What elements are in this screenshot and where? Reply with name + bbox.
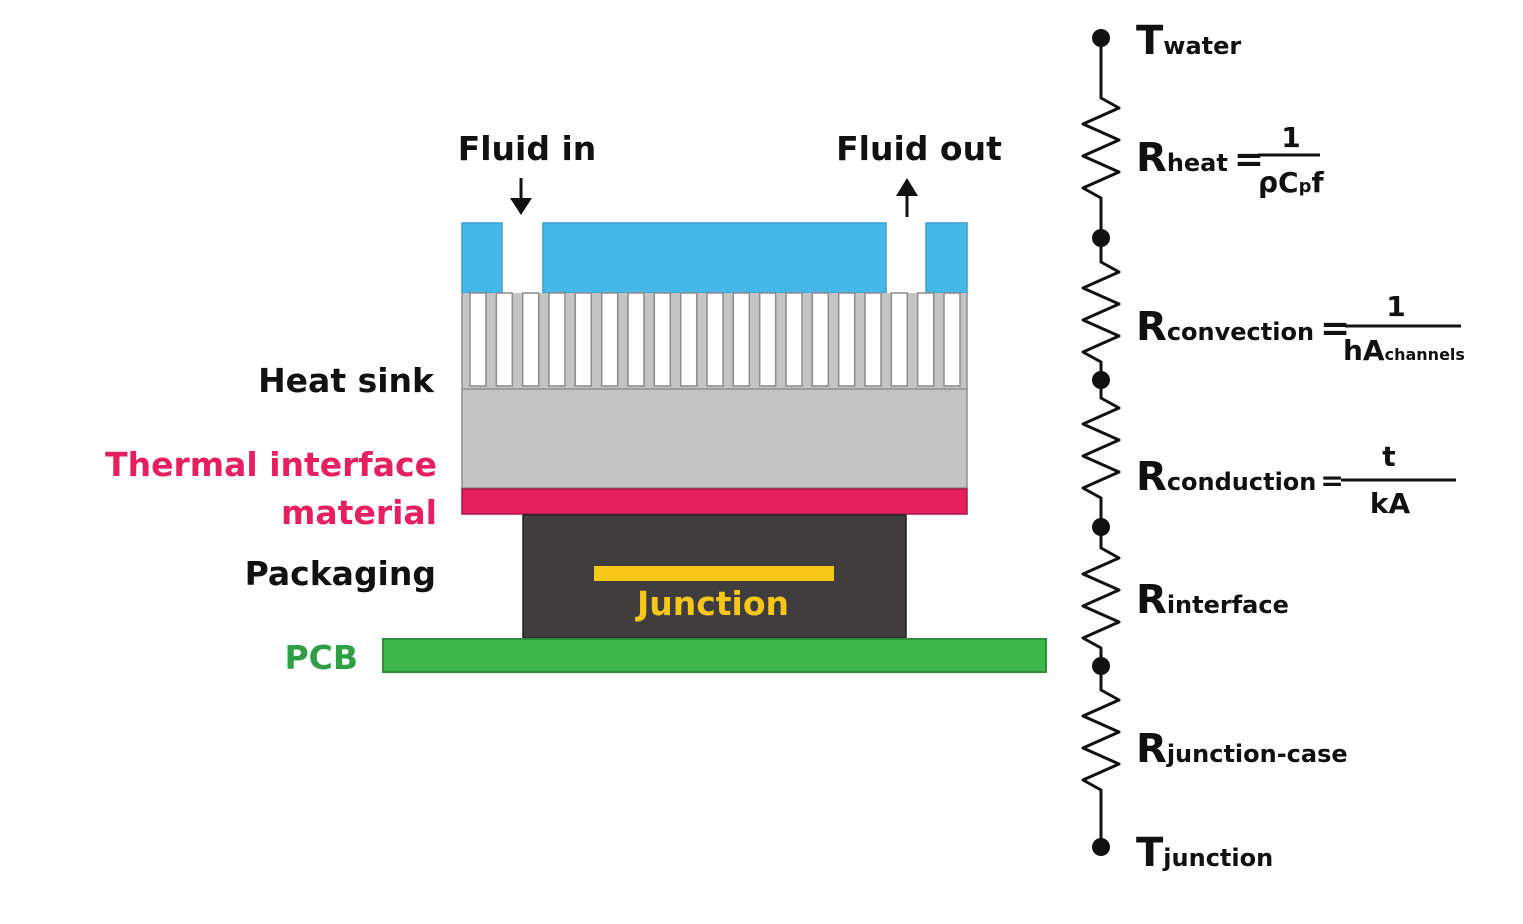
heat-sink xyxy=(461,292,968,489)
heat-sink-fin-slot xyxy=(548,292,566,387)
r-convection-subscript: convection xyxy=(1167,318,1314,346)
r-heat-den-main: ρC xyxy=(1258,166,1299,199)
heat-sink-base xyxy=(461,388,968,489)
r-heat-label: Rheat= xyxy=(1136,135,1264,181)
r-conduction-label: Rconduction= xyxy=(1136,454,1344,500)
heat-sink-fin-slot xyxy=(706,292,724,387)
heat-sink-fin-slot xyxy=(521,292,540,387)
coolant-block-left xyxy=(461,222,503,294)
heat-sink-fin-slot xyxy=(916,292,935,387)
tim-label-line1: Thermal interface xyxy=(105,445,437,484)
t-junction-label: Tjunction xyxy=(1136,830,1273,876)
r-heat-subscript: heat xyxy=(1167,149,1228,177)
heat-sink-fin-slot xyxy=(837,292,856,387)
t-junction-subscript: junction xyxy=(1162,844,1273,872)
t-water-symbol: T xyxy=(1136,18,1164,64)
arrow-up-icon xyxy=(896,178,918,217)
r-junction-case-label: Rjunction-case xyxy=(1136,726,1348,772)
r-conduction-denominator: kA xyxy=(1370,487,1411,520)
r-heat-den-sub: p xyxy=(1299,176,1312,197)
heat-sink-fin-slot xyxy=(864,292,882,387)
fluid-out-label: Fluid out xyxy=(836,129,1002,168)
r-convection-den-sub: channels xyxy=(1385,345,1465,364)
pcb-label: PCB xyxy=(284,638,358,677)
r-heat-symbol: R xyxy=(1136,135,1167,181)
t-water-subscript: water xyxy=(1163,32,1241,60)
heat-sink-fin-slot xyxy=(495,292,514,387)
coolant-block-right xyxy=(925,222,968,294)
resistor-chain-wire xyxy=(1081,38,1121,847)
r-convection-denominator: hAchannels xyxy=(1343,334,1465,367)
junction-label: Junction xyxy=(635,584,789,623)
heat-sink-fin-slot xyxy=(469,292,487,387)
arrow-down-icon xyxy=(510,178,532,215)
node-dot-icon xyxy=(1092,371,1110,389)
t-water-label: Twater xyxy=(1136,18,1241,64)
tim-label-line2: material xyxy=(281,493,437,532)
heat-sink-fin-slot xyxy=(600,292,619,387)
r-convection-numerator: 1 xyxy=(1386,290,1405,323)
heat-sink-fin-slots xyxy=(469,292,961,387)
r-conduction-equals: = xyxy=(1320,464,1343,497)
heat-sink-fin-slot xyxy=(811,292,830,387)
r-junction-case-symbol: R xyxy=(1136,726,1167,772)
heat-sink-fin-slot xyxy=(943,292,961,387)
resistor-network xyxy=(1081,29,1121,856)
r-convection-den-main: hA xyxy=(1343,334,1385,367)
r-convection-equals: = xyxy=(1320,308,1350,349)
node-dot-icon xyxy=(1092,518,1110,536)
node-dot-icon xyxy=(1092,229,1110,247)
heat-sink-fin-slot xyxy=(627,292,645,387)
r-conduction-symbol: R xyxy=(1136,454,1167,500)
heat-sink-fin-slot xyxy=(653,292,672,387)
coolant-block-center xyxy=(542,222,887,294)
r-heat-numerator: 1 xyxy=(1281,121,1300,154)
heat-sink-label: Heat sink xyxy=(258,361,435,400)
heat-sink-fin-slot xyxy=(679,292,698,387)
node-dot-icon xyxy=(1092,838,1110,856)
node-dot-icon xyxy=(1092,657,1110,675)
r-interface-symbol: R xyxy=(1136,577,1167,623)
r-heat-equals: = xyxy=(1234,139,1264,180)
fluid-in-label: Fluid in xyxy=(458,129,597,168)
t-junction-symbol: T xyxy=(1136,830,1164,876)
packaging-label: Packaging xyxy=(245,554,436,593)
r-heat-den-tail: f xyxy=(1311,166,1324,199)
heat-sink-fin-slot xyxy=(758,292,777,387)
heat-sink-fin-slot xyxy=(890,292,909,387)
node-dot-icon xyxy=(1092,29,1110,47)
r-conduction-numerator: t xyxy=(1382,440,1395,473)
r-convection-label: Rconvection= xyxy=(1136,304,1350,350)
pcb-board xyxy=(382,638,1047,673)
r-junction-case-subscript: junction-case xyxy=(1166,740,1348,768)
thermal-interface-layer xyxy=(461,488,968,515)
heat-sink-fin-slot xyxy=(732,292,751,387)
junction-bar xyxy=(594,566,834,581)
coolant-channel-layer xyxy=(461,222,968,294)
heat-sink-fin-slot xyxy=(785,292,803,387)
r-interface-label: Rinterface xyxy=(1136,577,1289,623)
r-convection-symbol: R xyxy=(1136,304,1167,350)
heat-sink-fin-slot xyxy=(574,292,593,387)
r-interface-subscript: interface xyxy=(1167,591,1289,619)
r-heat-denominator: ρCpf xyxy=(1258,166,1324,199)
r-conduction-subscript: conduction xyxy=(1167,468,1317,496)
